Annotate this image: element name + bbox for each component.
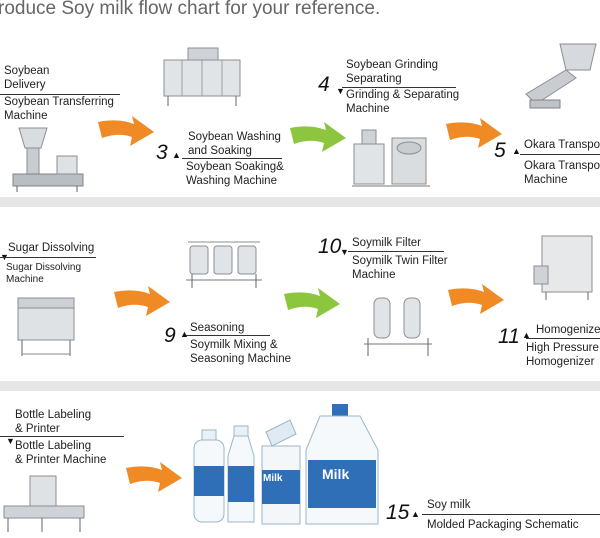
step15-underline — [422, 514, 600, 515]
flow-arrow-7 — [126, 462, 182, 492]
flow-arrow-1 — [98, 116, 154, 146]
step14-title: Bottle Labeling& Printer — [15, 409, 92, 435]
sugar-dissolving-machine-image — [17, 297, 75, 356]
row-divider-2 — [0, 381, 600, 391]
step15-marker-icon: ▲ — [411, 509, 420, 519]
flow-arrow-4 — [114, 286, 170, 316]
step3-machine: Soybean Soaking&Washing Machine — [186, 161, 284, 187]
step14-marker-icon: ▼ — [6, 436, 15, 446]
soy-milk-packages-image — [193, 404, 379, 525]
step4-number: 4 — [318, 73, 330, 96]
step9-marker-icon: ▲ — [180, 329, 189, 339]
step5-underline — [520, 154, 600, 155]
step8-underline — [0, 257, 96, 258]
step9-title: Seasoning — [190, 322, 245, 334]
step9-machine: Soymilk Mixing &Seasoning Machine — [190, 339, 292, 365]
step3-number: 3 — [156, 141, 168, 164]
step8-title: Sugar Dissolving — [8, 242, 95, 254]
step11-marker-icon: ▲ — [522, 330, 531, 340]
step15-number: 15 — [386, 501, 410, 524]
step10-marker-icon: ▼ — [340, 247, 349, 257]
step9-underline — [186, 335, 270, 336]
bottle-labeling-machine-image — [3, 475, 85, 532]
step10-number: 10 — [318, 235, 342, 258]
flow-arrow-6 — [448, 284, 504, 314]
soybean-transferring-machine-image — [12, 127, 84, 192]
flow-arrow-3 — [446, 118, 502, 148]
jug-label: Milk — [322, 466, 350, 482]
soaking-washing-machine-image — [163, 47, 241, 106]
page-title: roduce Soy milk flow chart for your refe… — [0, 0, 381, 19]
step3-underline — [182, 158, 282, 159]
step11-underline — [526, 338, 600, 339]
flow-arrow-2 — [290, 122, 346, 152]
mixing-seasoning-machine-image — [186, 241, 262, 288]
step14-machine: Bottle Labeling& Printer Machine — [15, 440, 107, 466]
homogenizer-machine-image — [533, 235, 593, 300]
step11-title: Homogenize — [536, 324, 600, 336]
okara-transport-machine-image — [525, 43, 597, 109]
row-divider-1 — [0, 197, 600, 207]
step4-marker-icon: ▼ — [336, 86, 345, 96]
step5-title: Okara Transpor — [524, 139, 600, 151]
step10-title: Soymilk Filter — [352, 237, 422, 249]
step15-title: Soy milk — [427, 499, 471, 511]
step5-marker-icon: ▲ — [512, 146, 521, 156]
step1-underline — [0, 94, 120, 95]
step11-number: 11 — [498, 325, 520, 348]
step10-underline — [348, 251, 444, 252]
step14-underline — [0, 436, 124, 437]
step4-underline — [342, 87, 456, 88]
step9-number: 9 — [164, 324, 176, 347]
step3-marker-icon: ▲ — [172, 150, 181, 160]
step15-machine: Molded Packaging Schematic — [427, 519, 579, 531]
grinding-separating-machine-image — [352, 129, 430, 187]
twin-filter-machine-image — [364, 297, 432, 356]
flow-arrow-5 — [284, 288, 340, 318]
carton-label: Milk — [263, 473, 283, 484]
step5-number: 5 — [494, 139, 506, 162]
